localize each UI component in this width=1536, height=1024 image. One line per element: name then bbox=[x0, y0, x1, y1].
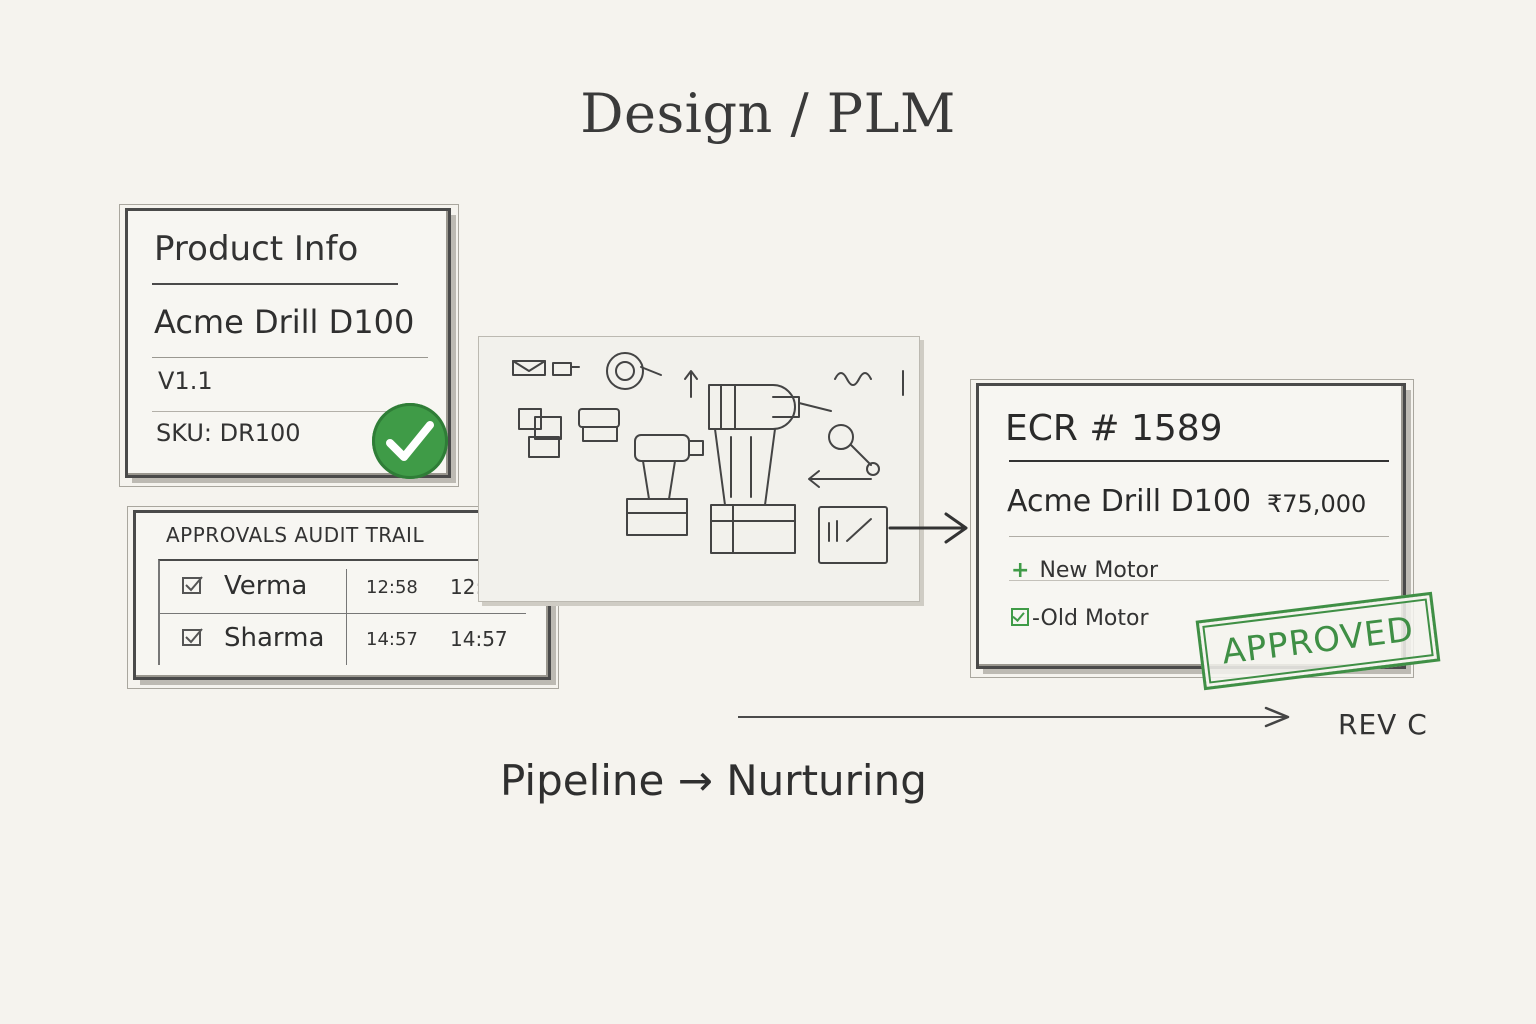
approver-name: Verma bbox=[224, 571, 308, 601]
divider bbox=[152, 411, 428, 412]
product-info-card[interactable]: Product Info Acme Drill D100 V1.1 SKU: D… bbox=[119, 204, 459, 487]
divider bbox=[152, 283, 398, 285]
ecr-card[interactable]: ECR # 1589 Acme Drill D100 ₹75,000 + New … bbox=[970, 379, 1414, 678]
ecr-number: ECR # 1589 bbox=[1005, 408, 1223, 449]
plus-icon: + bbox=[1011, 558, 1030, 583]
checkbox-checked-icon bbox=[182, 628, 203, 646]
drill-exploded-view-illustration bbox=[478, 336, 920, 602]
removed-part: -Old Motor bbox=[1032, 606, 1149, 631]
checkbox-checked-icon bbox=[182, 576, 203, 594]
approvals-heading: APPROVALS AUDIT TRAIL bbox=[166, 523, 425, 547]
added-part: New Motor bbox=[1039, 558, 1158, 583]
ecr-price: ₹75,000 bbox=[1267, 490, 1367, 518]
approval-time: 14:57 bbox=[366, 629, 418, 650]
product-sku: SKU: DR100 bbox=[156, 419, 301, 447]
approvals-table: Verma 12:58 12:58 Sharma 14:57 14:57 bbox=[158, 559, 526, 665]
ecr-product-name: Acme Drill D100 bbox=[1007, 484, 1252, 519]
revision-label: REV C bbox=[1338, 708, 1428, 741]
divider bbox=[152, 357, 428, 358]
revision-timeline bbox=[738, 716, 1286, 718]
product-name: Acme Drill D100 bbox=[154, 303, 415, 341]
divider bbox=[346, 569, 347, 665]
approver-name: Sharma bbox=[224, 623, 325, 653]
table-row[interactable]: Verma 12:58 12:58 bbox=[160, 561, 526, 614]
ecr-change-added: + New Motor bbox=[1011, 558, 1158, 583]
arrow-right-icon bbox=[1264, 706, 1290, 728]
drill-sketch-icon bbox=[512, 352, 904, 564]
divider bbox=[1009, 460, 1389, 462]
checkbox-checked-icon bbox=[1011, 608, 1029, 626]
approval-time: 12:58 bbox=[366, 577, 418, 598]
page-title: Design / PLM bbox=[580, 82, 956, 145]
table-row[interactable]: Sharma 14:57 14:57 bbox=[160, 613, 526, 665]
approval-time: 14:57 bbox=[450, 627, 508, 651]
divider bbox=[1009, 580, 1389, 581]
pipeline-caption: Pipeline → Nurturing bbox=[500, 756, 927, 805]
product-info-heading: Product Info bbox=[154, 229, 359, 269]
check-circle-icon bbox=[372, 403, 448, 479]
product-version: V1.1 bbox=[158, 367, 213, 395]
divider bbox=[1009, 536, 1389, 537]
ecr-change-removed: -Old Motor bbox=[1011, 606, 1149, 631]
arrow-right-icon bbox=[888, 512, 968, 544]
